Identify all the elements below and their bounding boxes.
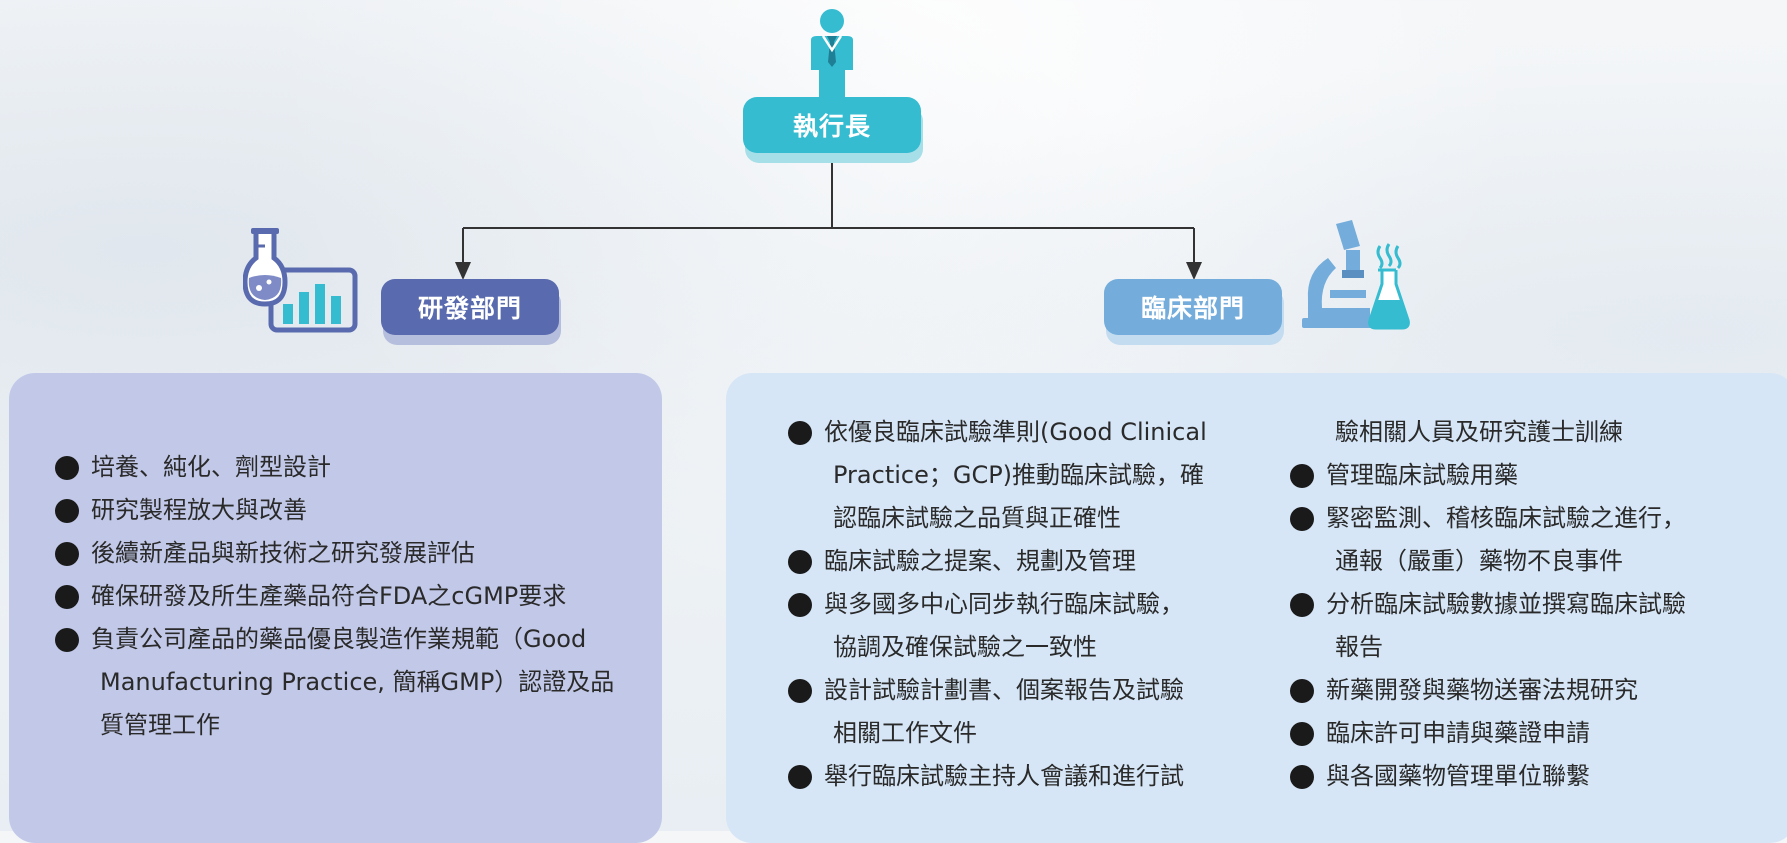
list-item: 後續新產品與新技術之研究發展評估 [55, 532, 635, 575]
list-item: 與多國多中心同步執行臨床試驗， 協調及確保試驗之一致性 [788, 583, 1233, 669]
bullet-dot-icon [788, 550, 812, 574]
list-item-line: Manufacturing Practice, 簡稱GMP）認證及品 [100, 668, 615, 696]
list-item-line: 確保研發及所生產藥品符合FDA之cGMP要求 [91, 582, 567, 610]
list-item: 臨床試驗之提案、規劃及管理 [788, 540, 1233, 583]
list-item-line: 臨床許可申請與藥證申請 [1326, 719, 1590, 747]
bullet-dot-icon [55, 456, 79, 480]
list-item-line: 後續新產品與新技術之研究發展評估 [91, 539, 475, 567]
flask-chart-icon [243, 228, 358, 333]
list-item: 緊密監測、稽核臨床試驗之進行， 通報（嚴重）藥物不良事件 [1290, 497, 1730, 583]
list-item-line: 研究製程放大與改善 [91, 496, 307, 524]
ceo-node: 執行長 [743, 97, 921, 153]
bullet-dot-icon [1290, 593, 1314, 617]
list-item-line: 緊密監測、稽核臨床試驗之進行， [1326, 504, 1686, 532]
bullet-dot-icon [55, 585, 79, 609]
bullet-dot-icon [55, 628, 79, 652]
bullet-dot-icon [1290, 679, 1314, 703]
clinical-continuation-line: 驗相關人員及研究護士訓練 [1290, 411, 1730, 454]
list-item-line: 驗相關人員及研究護士訓練 [1335, 418, 1623, 446]
bullet-dot-icon [1290, 507, 1314, 531]
list-item: 管理臨床試驗用藥 [1290, 454, 1730, 497]
list-item: 舉行臨床試驗主持人會議和進行試 [788, 755, 1233, 798]
bullet-dot-icon [1290, 722, 1314, 746]
list-item-line: 設計試驗計劃書、個案報告及試驗 [824, 676, 1184, 704]
list-item-line: 舉行臨床試驗主持人會議和進行試 [824, 762, 1184, 790]
bullet-dot-icon [788, 765, 812, 789]
list-item: 與各國藥物管理單位聯繫 [1290, 755, 1730, 798]
list-item-line: 分析臨床試驗數據並撰寫臨床試驗 [1326, 590, 1686, 618]
list-item-line: 負責公司產品的藥品優良製造作業規範（Good [91, 625, 587, 653]
bullet-dot-icon [788, 679, 812, 703]
bullet-dot-icon [55, 499, 79, 523]
clinical-duties-list-col2: 驗相關人員及研究護士訓練 管理臨床試驗用藥緊密監測、稽核臨床試驗之進行， 通報（嚴… [1290, 411, 1730, 798]
list-item-line: 與各國藥物管理單位聯繫 [1326, 762, 1590, 790]
clinical-panel [726, 373, 1787, 843]
person-tie-icon [811, 9, 853, 98]
list-item: 分析臨床試驗數據並撰寫臨床試驗報告 [1290, 583, 1730, 669]
list-item-line: 培養、純化、劑型設計 [91, 453, 331, 481]
list-item-line: 與多國多中心同步執行臨床試驗， [824, 590, 1184, 618]
list-item: 確保研發及所生產藥品符合FDA之cGMP要求 [55, 575, 635, 618]
list-item-line: Practice；GCP)推動臨床試驗，確 [833, 461, 1205, 489]
list-item-line: 臨床試驗之提案、規劃及管理 [824, 547, 1136, 575]
list-item-line: 管理臨床試驗用藥 [1326, 461, 1518, 489]
bullet-dot-icon [788, 593, 812, 617]
list-item-line: 協調及確保試驗之一致性 [833, 633, 1097, 661]
bullet-dot-icon [55, 542, 79, 566]
rd-panel [9, 373, 662, 843]
list-item: 研究製程放大與改善 [55, 489, 635, 532]
bullet-dot-icon [1290, 464, 1314, 488]
list-item-line: 報告 [1335, 633, 1383, 661]
list-item: 新藥開發與藥物送審法規研究 [1290, 669, 1730, 712]
list-item: 臨床許可申請與藥證申請 [1290, 712, 1730, 755]
list-item: 設計試驗計劃書、個案報告及試驗相關工作文件 [788, 669, 1233, 755]
list-item-line: 相關工作文件 [833, 719, 977, 747]
list-item: 培養、純化、劑型設計 [55, 446, 635, 489]
bullet-dot-icon [788, 421, 812, 445]
list-item-line: 新藥開發與藥物送審法規研究 [1326, 676, 1638, 704]
list-item-line: 質管理工作 [100, 711, 220, 739]
rd-node: 研發部門 [381, 279, 559, 335]
rd-duties-list: 培養、純化、劑型設計研究製程放大與改善後續新產品與新技術之研究發展評估確保研發及… [55, 446, 635, 747]
list-item-line: 依優良臨床試驗準則(Good Clinical [824, 418, 1207, 446]
list-item-line: 認臨床試驗之品質與正確性 [833, 504, 1121, 532]
clinical-node: 臨床部門 [1104, 279, 1282, 335]
microscope-flask-icon [1302, 220, 1410, 330]
bullet-dot-icon [1290, 765, 1314, 789]
list-item-line: 通報（嚴重）藥物不良事件 [1335, 547, 1623, 575]
